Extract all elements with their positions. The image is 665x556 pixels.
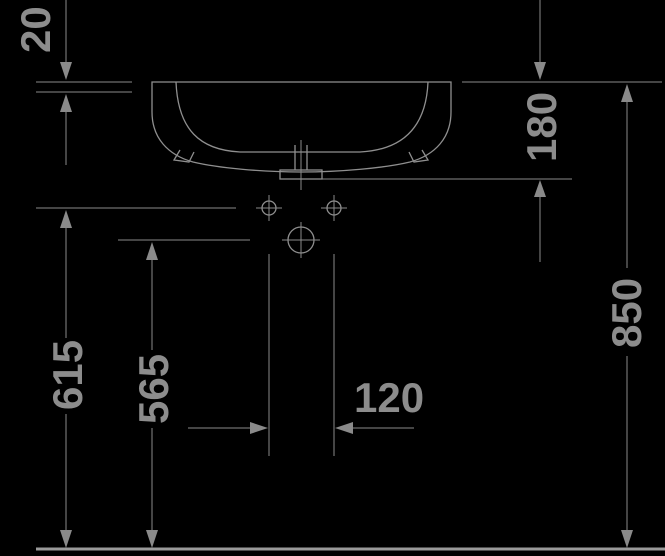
dimension-180: 180 — [518, 0, 565, 262]
dimension-850-label: 850 — [603, 278, 650, 348]
outlets — [256, 195, 347, 258]
dimension-615: 615 — [44, 210, 91, 548]
basin-right-foot — [408, 149, 430, 163]
basin-inner-bowl — [175, 81, 429, 153]
dimension-850: 850 — [603, 84, 650, 548]
basin-left-foot — [172, 149, 195, 163]
dimension-180-label: 180 — [518, 92, 565, 162]
dimension-615-label: 615 — [44, 340, 91, 410]
basin — [151, 81, 452, 190]
dimension-565-label: 565 — [130, 354, 177, 424]
dimension-120-label: 120 — [354, 374, 424, 421]
dimension-565: 565 — [130, 242, 177, 548]
dimension-20-label: 20 — [12, 6, 59, 53]
dimension-120: 120 — [188, 374, 424, 434]
dimension-20: 20 — [12, 0, 72, 165]
